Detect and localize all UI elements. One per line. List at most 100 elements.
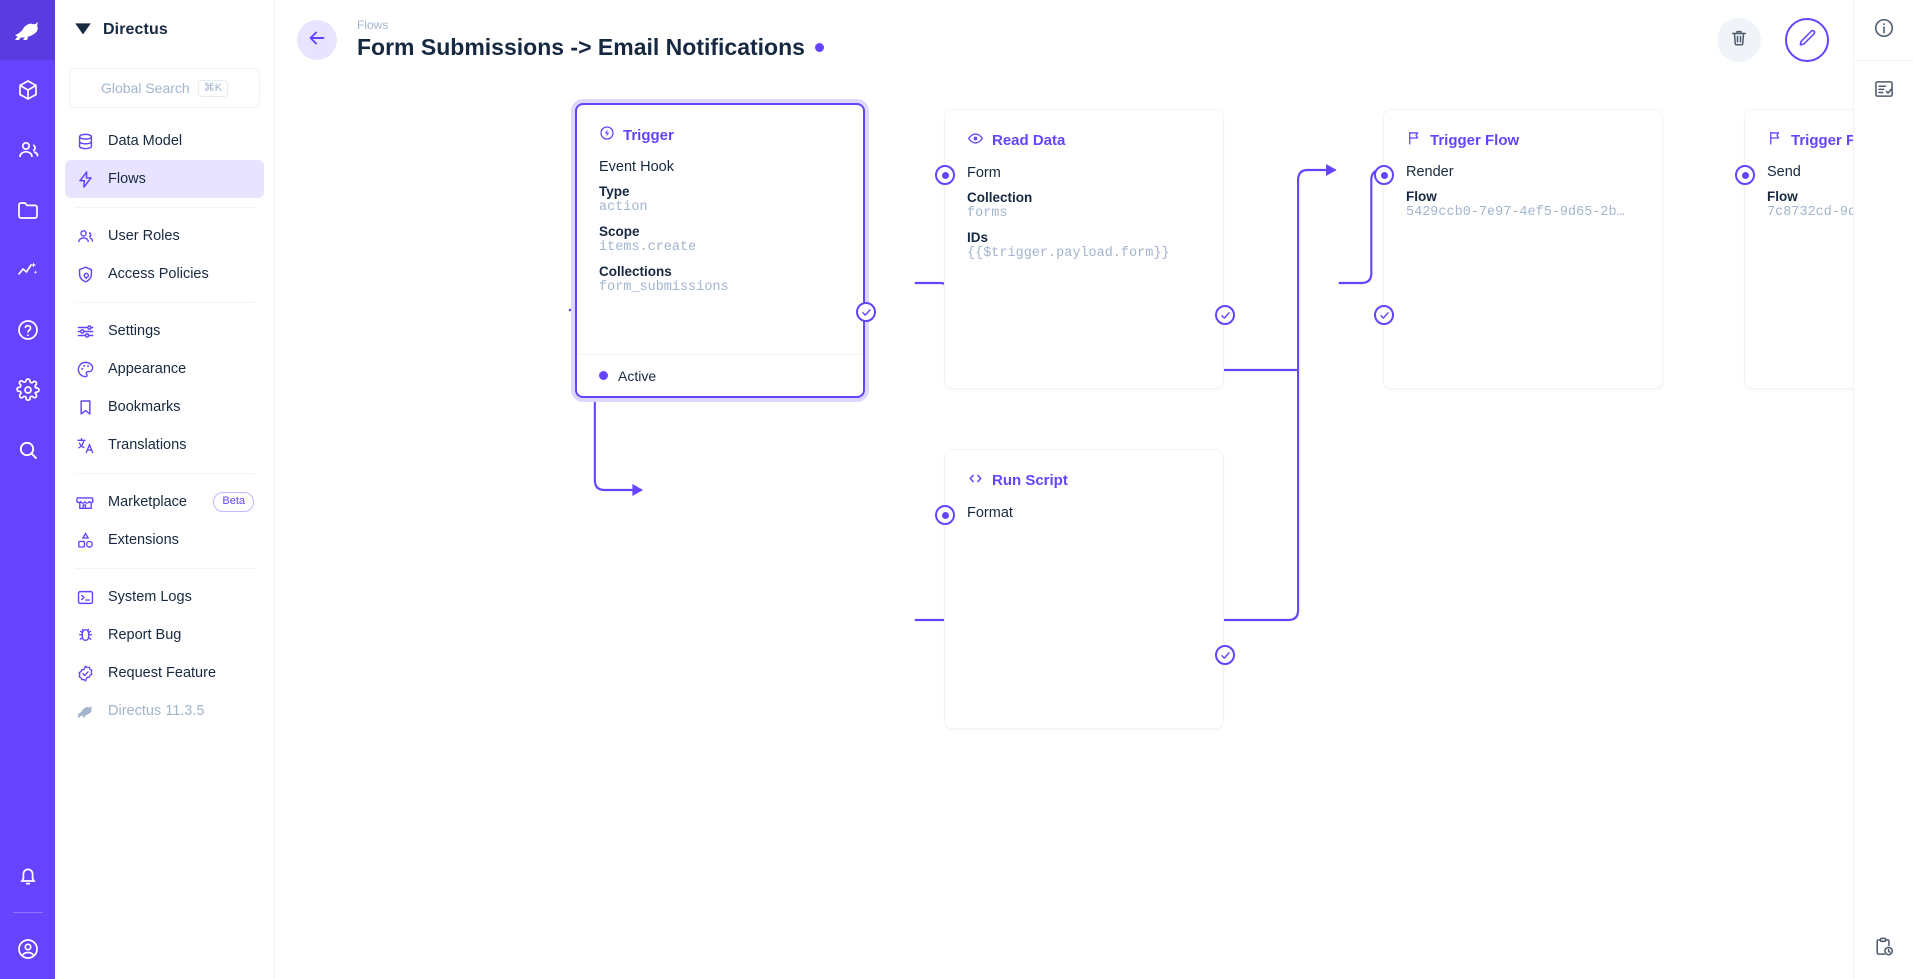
node-type-label: Read Data	[992, 132, 1066, 149]
back-button[interactable]	[297, 20, 337, 60]
flow-node-trigger-flow-send[interactable]: Trigger Flow Send Flow 7c8732cd-9d9e-44b…	[1735, 109, 1853, 389]
database-icon	[75, 131, 95, 151]
bug-icon	[75, 625, 95, 645]
insights-module[interactable]	[0, 240, 55, 300]
trigger-flow-render-resolve-handle[interactable]	[1374, 305, 1394, 325]
tune-icon	[75, 321, 95, 341]
handle-dot	[1380, 171, 1388, 179]
sidebar-item-label: Bookmarks	[108, 399, 181, 415]
flag-icon	[1767, 130, 1783, 150]
sidebar-item-marketplace[interactable]: Marketplace Beta	[65, 483, 264, 521]
pencil-icon	[1797, 28, 1817, 53]
breadcrumb[interactable]: Flows	[357, 17, 389, 32]
edit-flow-button[interactable]	[1785, 18, 1829, 62]
sidebar-item-flows[interactable]: Flows	[65, 160, 264, 198]
read-data-input-handle[interactable]	[935, 165, 955, 185]
handle-dot	[1741, 171, 1749, 179]
node-type-header: Run Script	[967, 470, 1201, 491]
field-value: action	[599, 200, 648, 215]
flow-node-read-data[interactable]: Read Data Form Collection forms IDs {{$t…	[935, 109, 1235, 389]
sidebar-item-appearance[interactable]: Appearance	[65, 350, 264, 388]
sidebar-item-user-roles[interactable]: User Roles	[65, 217, 264, 255]
content-module[interactable]	[0, 60, 55, 120]
shield-lock-icon	[75, 264, 95, 284]
global-search-input[interactable]: Global Search ⌘K	[69, 68, 260, 108]
users-module[interactable]	[0, 120, 55, 180]
sidebar-item-report-bug[interactable]: Report Bug	[65, 616, 264, 654]
run-script-resolve-handle[interactable]	[1215, 645, 1235, 665]
search-placeholder: Global Search	[100, 80, 190, 96]
field-key: Flow	[1767, 189, 1798, 204]
bolt-icon	[75, 169, 95, 189]
sidebar-item-label: User Roles	[108, 228, 180, 244]
activity-log-button[interactable]	[1854, 919, 1913, 979]
storefront-icon	[75, 492, 95, 512]
sidebar-item-label: Data Model	[108, 133, 183, 149]
search-shortcut: ⌘K	[197, 79, 229, 97]
sidebar-item-request-feature[interactable]: Request Feature	[65, 654, 264, 692]
bookmark-icon	[75, 397, 95, 417]
trigger-output-handle[interactable]	[856, 302, 876, 322]
sidebar-item-label: Report Bug	[108, 627, 182, 643]
node-type-label: Trigger	[623, 126, 674, 144]
sidebar-item-data-model[interactable]: Data Model	[65, 122, 264, 160]
node-type-label: Run Script	[992, 472, 1068, 489]
status-dot	[599, 371, 608, 380]
node-name: Format	[967, 505, 1013, 521]
field-key: Collections	[599, 264, 672, 279]
directus-rabbit-logo[interactable]	[0, 0, 55, 60]
delete-flow-button[interactable]	[1717, 18, 1761, 62]
sidebar-item-settings[interactable]: Settings	[65, 312, 264, 350]
sidebar-header: Directus	[55, 0, 274, 60]
settings-module[interactable]	[0, 360, 55, 420]
info-circle-icon	[1873, 17, 1895, 44]
arrow-left-icon	[306, 27, 328, 54]
node-name: Render	[1406, 164, 1454, 180]
trigger-flow-send-input-handle[interactable]	[1735, 165, 1755, 185]
field-value: forms	[967, 206, 1008, 221]
flow-node-trigger-flow-render[interactable]: Trigger Flow Render Flow 5429ccb0-7e97-4…	[1374, 109, 1663, 389]
trigger-flow-render-input-handle[interactable]	[1374, 165, 1394, 185]
status-badge	[814, 43, 824, 53]
field-value: 7c8732cd-9d9e-44be-a3f6-89…	[1767, 205, 1853, 220]
sidebar-divider	[75, 302, 254, 303]
node-name: Event Hook	[599, 159, 674, 175]
sidebar-item-label: Flows	[108, 171, 146, 187]
flow-operations-button[interactable]	[1854, 61, 1913, 121]
flag-icon	[1406, 130, 1422, 150]
check-badge-icon	[75, 663, 95, 683]
sidebar-item-bookmarks[interactable]: Bookmarks	[65, 388, 264, 426]
files-module[interactable]	[0, 180, 55, 240]
marketplace-beta-badge: Beta	[213, 492, 254, 512]
node-body: Trigger Event Hook Type action Scope ite…	[577, 105, 863, 295]
search-module[interactable]	[0, 420, 55, 480]
flow-info-button[interactable]	[1854, 0, 1913, 60]
users-icon	[75, 226, 95, 246]
page-title-block: Flows Form Submissions -> Email Notifica…	[357, 18, 824, 62]
sidebar-item-extensions[interactable]: Extensions	[65, 521, 264, 559]
sidebar-item-translations[interactable]: Translations	[65, 426, 264, 464]
run-script-input-handle[interactable]	[935, 505, 955, 525]
account-button[interactable]	[0, 919, 55, 979]
page-header: Flows Form Submissions -> Email Notifica…	[275, 0, 1853, 80]
notifications-button[interactable]	[0, 846, 55, 906]
sidebar-item-label: Request Feature	[108, 665, 217, 681]
extensions-icon	[75, 530, 95, 550]
node-type-label: Trigger Flow	[1791, 131, 1853, 149]
sidebar-item-access-policies[interactable]: Access Policies	[65, 255, 264, 293]
node-type-label: Trigger Flow	[1430, 131, 1520, 149]
flow-node-run-script[interactable]: Run Script Format	[935, 449, 1235, 729]
status-label: Active	[618, 367, 657, 384]
flow-node-trigger[interactable]: Trigger Event Hook Type action Scope ite…	[575, 103, 876, 398]
clipboard-clock-icon	[1873, 936, 1895, 963]
read-data-resolve-handle[interactable]	[1215, 305, 1235, 325]
field-key: Flow	[1406, 189, 1437, 204]
terminal-icon	[75, 587, 95, 607]
sidebar-item-system-logs[interactable]: System Logs	[65, 578, 264, 616]
node-body: Trigger Flow Send Flow 7c8732cd-9d9e-44b…	[1745, 110, 1853, 221]
flow-canvas[interactable]: Trigger Event Hook Type action Scope ite…	[275, 80, 1853, 979]
help-module[interactable]	[0, 300, 55, 360]
module-rail	[0, 0, 55, 979]
sidebar-nav: Data Model Flows User Roles Access P	[55, 122, 274, 730]
